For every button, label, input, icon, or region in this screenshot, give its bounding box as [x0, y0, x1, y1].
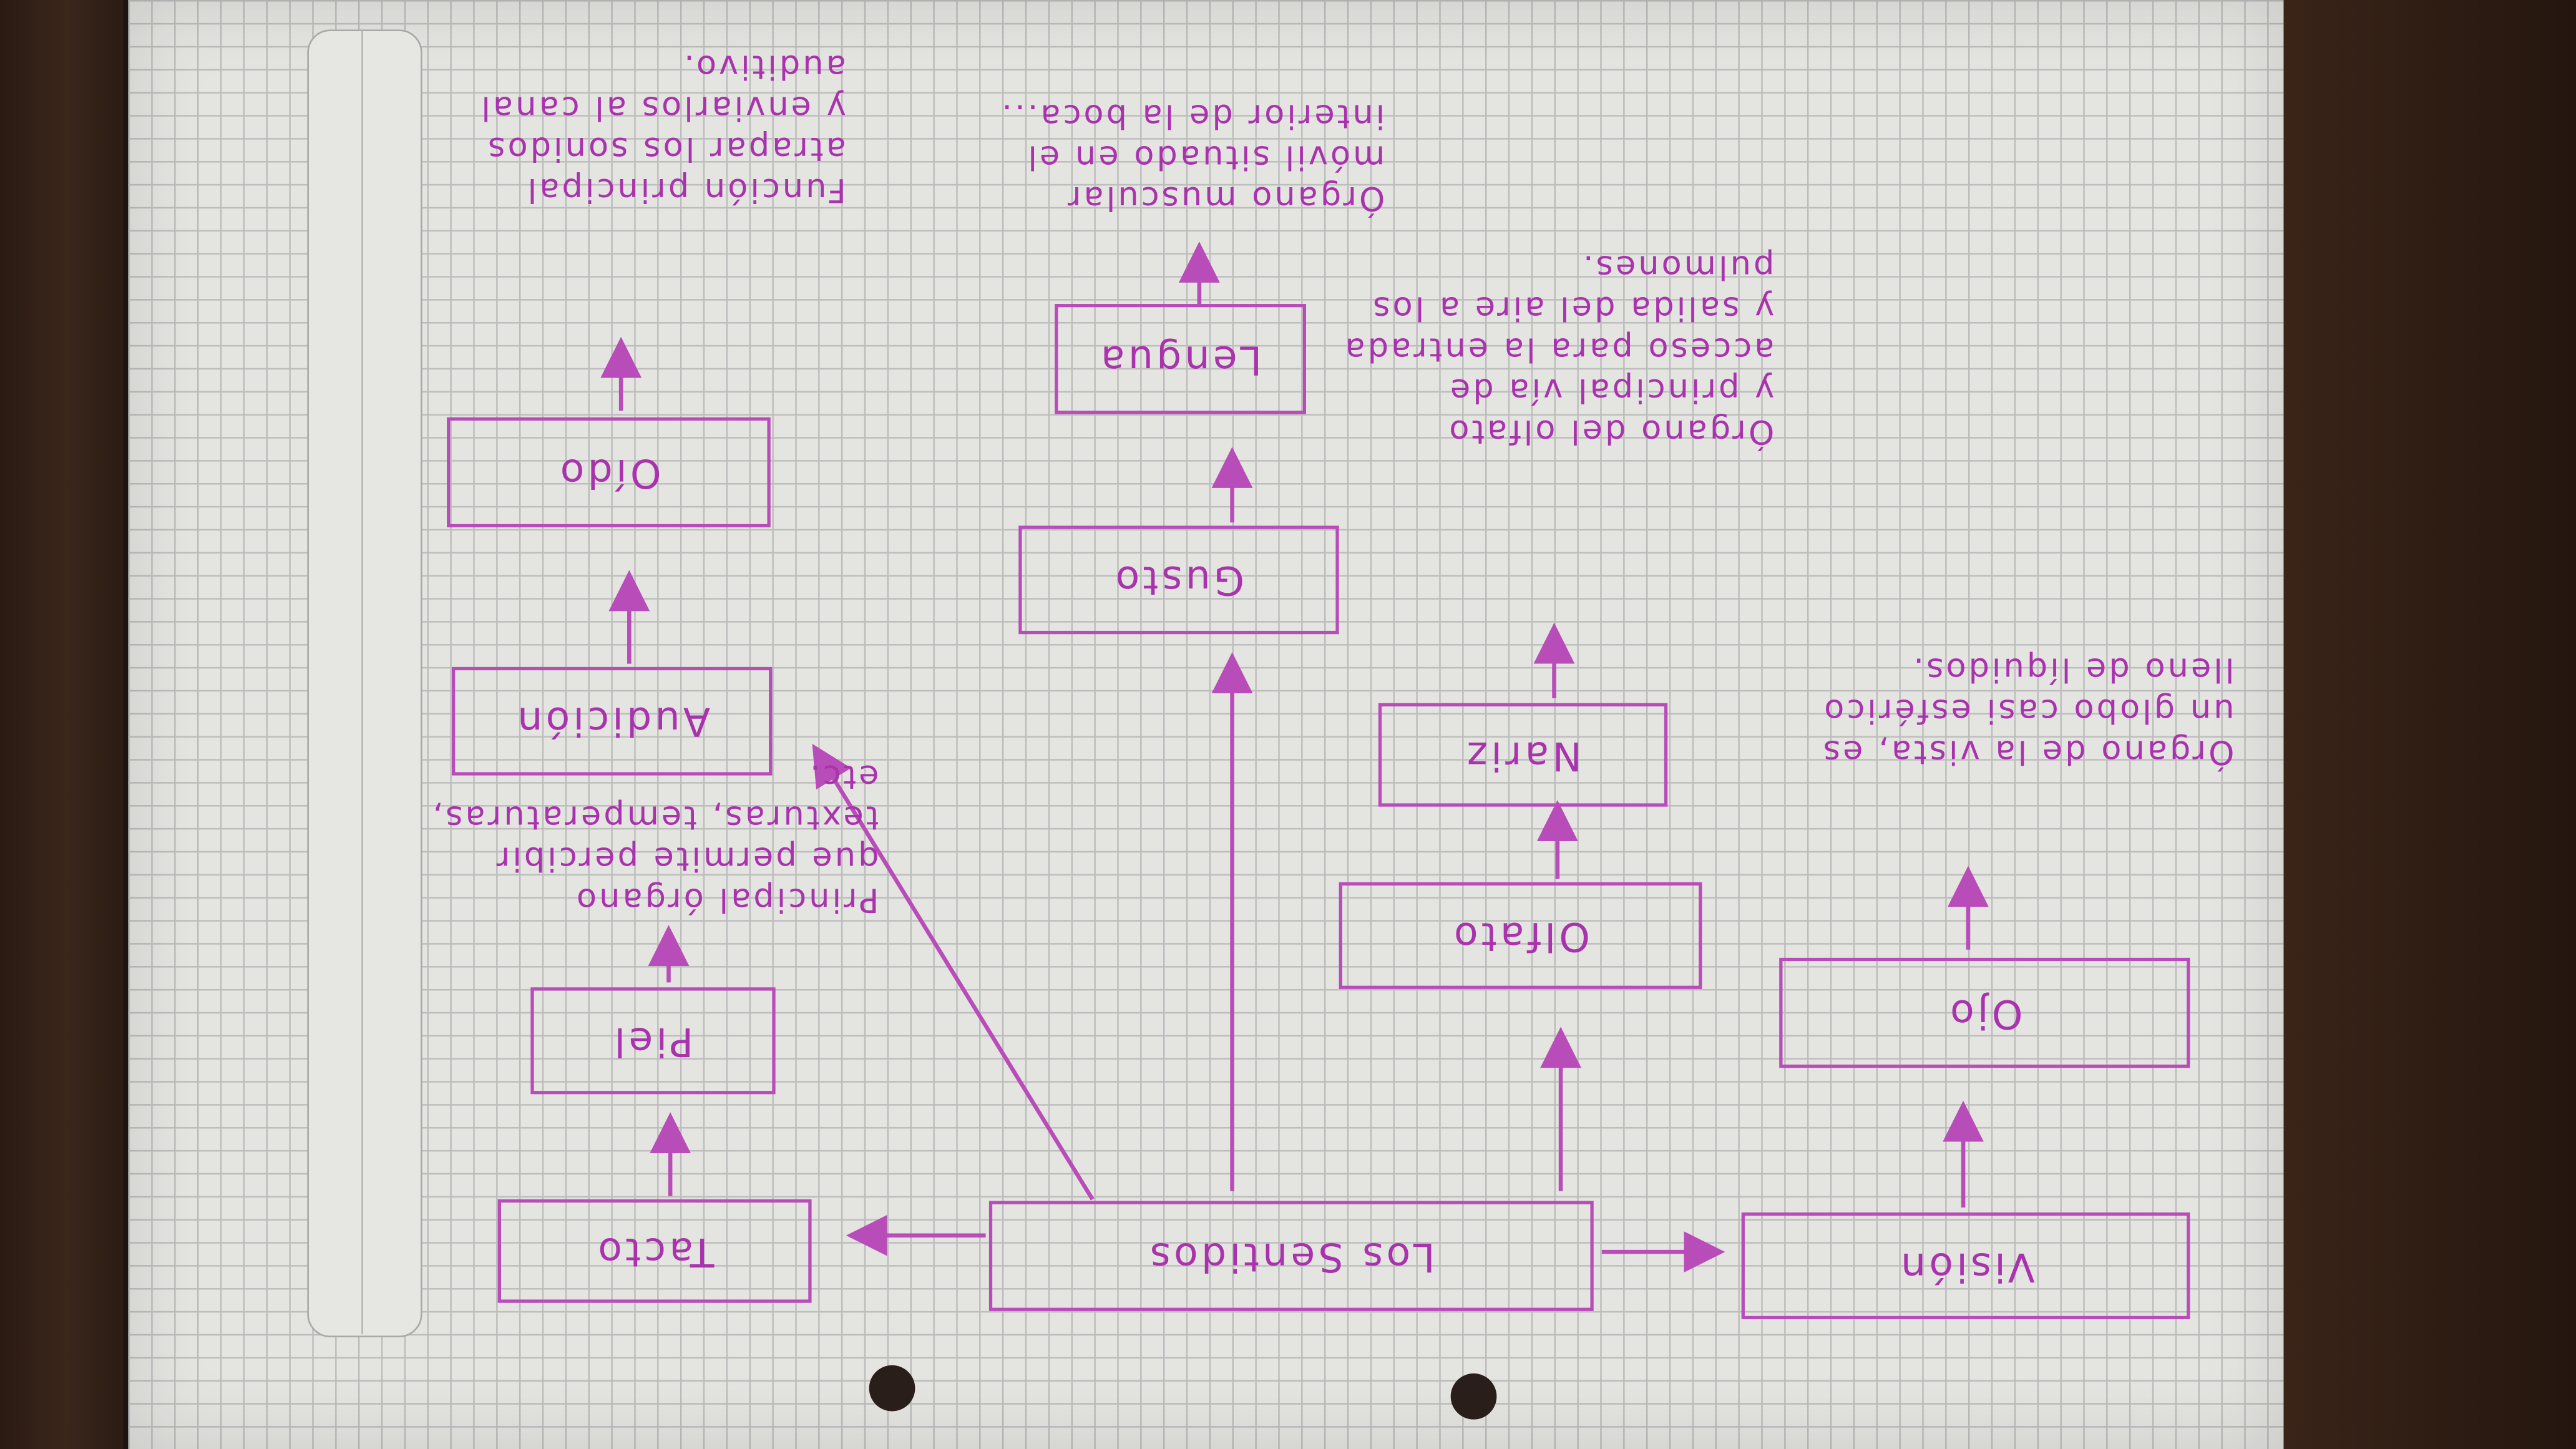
- sense-label: Tacto: [595, 1227, 715, 1274]
- sense-label: Visión: [1896, 1242, 2035, 1289]
- organ-label: Ojo: [1946, 990, 2023, 1036]
- sense-box-vision: Visión: [1741, 1212, 2190, 1320]
- sense-box-audicion: Audición: [451, 666, 773, 776]
- paper-margin: [307, 29, 422, 1338]
- binder-hole: [1450, 1373, 1497, 1420]
- organ-label: Piel: [612, 1017, 695, 1064]
- organ-box-oido: Oído: [447, 417, 771, 528]
- gusto-description: Órgano muscular móvil situado en el inte…: [999, 97, 1385, 219]
- sense-box-gusto: Gusto: [1018, 525, 1339, 635]
- sense-label: Gusto: [1113, 557, 1245, 603]
- vision-description: Órgano de la vista, es un globo casi esf…: [1820, 650, 2235, 773]
- organ-box-lengua: Lengua: [1055, 304, 1306, 414]
- organ-box-ojo: Ojo: [1779, 957, 2190, 1068]
- organ-box-nariz: Nariz: [1378, 703, 1668, 807]
- sense-label: Olfato: [1450, 912, 1591, 959]
- organ-label: Oído: [556, 449, 661, 495]
- binder-hole: [869, 1365, 915, 1412]
- sense-box-tacto: Tacto: [497, 1199, 812, 1303]
- audicion-description: Función principal atrapar los sonidos y …: [479, 47, 846, 210]
- tacto-description: Principal órgano que permite percibir te…: [430, 757, 879, 920]
- organ-label: Lengua: [1098, 336, 1263, 383]
- organ-label: Nariz: [1463, 731, 1583, 778]
- root-box: Los Sentidos: [988, 1201, 1594, 1311]
- sense-label: Audición: [514, 698, 710, 744]
- root-label: Los Sentidos: [1147, 1232, 1436, 1279]
- organ-box-piel: Piel: [530, 987, 776, 1095]
- graph-paper: [128, 0, 2284, 1449]
- sense-box-olfato: Olfato: [1339, 882, 1702, 989]
- arrow: [812, 743, 1095, 1201]
- olfato-description: Órgano del olfato y principal vía de acc…: [1342, 248, 1775, 452]
- margin-line: [361, 29, 363, 1334]
